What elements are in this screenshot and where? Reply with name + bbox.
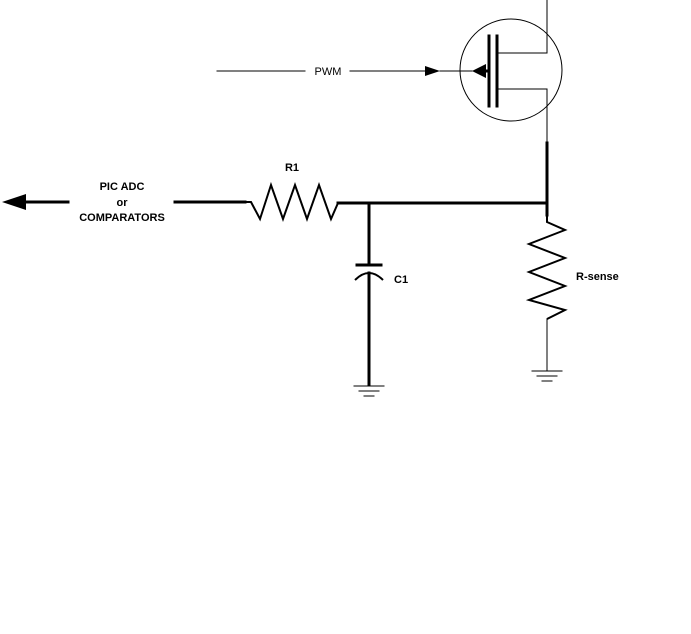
output-label-line2: or: [117, 197, 129, 209]
r1-zigzag: [245, 181, 339, 223]
pwm-input: PWM: [216, 66, 473, 78]
mosfet-body: [459, 18, 563, 122]
output-label-line1: PIC ADC: [100, 181, 145, 193]
pwm-arrow-icon: [425, 66, 440, 76]
output-to-pic: PIC ADC or COMPARATORS: [2, 181, 165, 224]
mosfet-gate-arrow-icon: [472, 64, 486, 78]
r-sense-label: R-sense: [576, 271, 619, 283]
pwm-label: PWM: [315, 66, 342, 78]
output-arrow-icon: [2, 194, 26, 210]
capacitor-c1: C1: [354, 201, 408, 387]
c1-label: C1: [394, 274, 408, 286]
resistor-r1: R1: [173, 162, 339, 223]
output-label-line3: COMPARATORS: [79, 212, 165, 224]
resistor-r-sense: R-sense: [525, 215, 619, 371]
ground-rsense-icon: [531, 370, 563, 382]
r-sense-zigzag: [525, 215, 568, 320]
ground-c1-icon: [353, 385, 385, 397]
mosfet: [459, 0, 563, 144]
r1-label: R1: [285, 162, 299, 174]
